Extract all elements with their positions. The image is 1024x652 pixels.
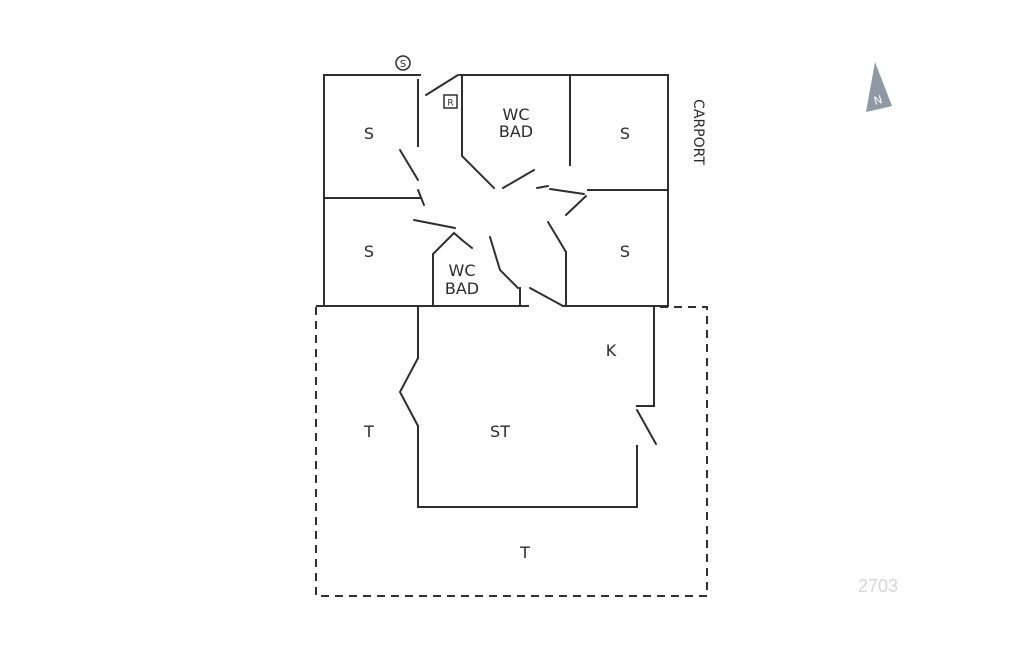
room-s-top-left: S	[364, 124, 374, 143]
svg-text:R: R	[447, 99, 453, 109]
room-bad-mid: BAD	[445, 279, 479, 298]
s-circle-icon: S	[395, 55, 411, 71]
room-st: ST	[490, 422, 510, 441]
room-t-bottom: T	[519, 543, 530, 562]
carport-label: CARPORT	[690, 99, 706, 165]
room-k: K	[606, 341, 617, 360]
north-label: N	[872, 93, 883, 108]
room-s-top-right: S	[620, 124, 630, 143]
room-wc-mid: WC	[449, 261, 476, 280]
walls	[316, 74, 669, 508]
room-t-left: T	[363, 422, 374, 441]
plan-code: 2703	[858, 576, 898, 596]
r-square-icon: R	[443, 94, 458, 109]
room-wc-top: WC	[503, 105, 530, 124]
room-s-mid-right: S	[620, 242, 630, 261]
north-arrow-icon: N	[866, 62, 892, 112]
terrace-outline	[315, 306, 708, 597]
room-bad-top: BAD	[499, 122, 533, 141]
room-s-mid-left: S	[364, 242, 374, 261]
doors	[398, 74, 657, 445]
svg-text:S: S	[400, 59, 406, 70]
